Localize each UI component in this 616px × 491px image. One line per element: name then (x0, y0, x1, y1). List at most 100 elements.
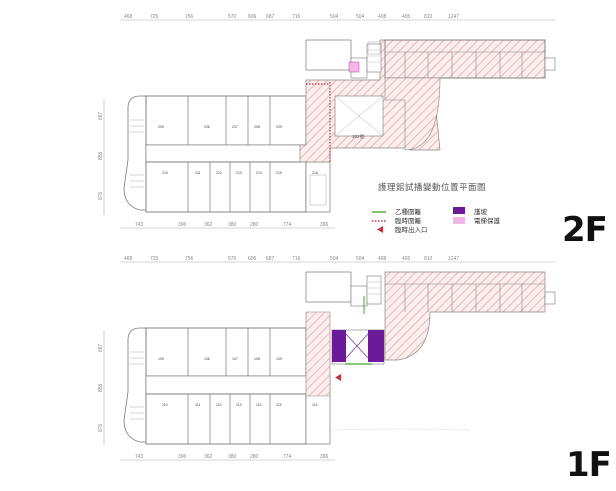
room-number: 213 (236, 171, 242, 175)
dimension-label: 280 (250, 222, 259, 228)
room-number: 109 (276, 357, 282, 361)
dimension-labels-left-1f: 667 856 876 (98, 343, 104, 432)
dimension-label: 408 (378, 256, 387, 262)
elevator-protection-2f (348, 61, 360, 73)
dimension-label: 856 (98, 151, 104, 160)
dimension-label: 743 (135, 454, 144, 460)
room-number: 209 (276, 125, 282, 129)
temporary-entrance-arrow-1f (335, 374, 341, 381)
room-number: 105 (158, 357, 164, 361)
dimension-label: 606 (248, 14, 257, 20)
stair-tower-left-1f (123, 327, 147, 443)
west-wing-lower-block-1f (145, 393, 307, 445)
room-number: 207 (232, 125, 238, 129)
dimension-label: 504 (330, 256, 339, 262)
room-number: 113 (236, 403, 242, 407)
dimension-label: 570 (228, 256, 237, 262)
dimension-label: 280 (250, 454, 259, 460)
legend-label-slope: 護坡 (474, 207, 488, 216)
dimension-label: 504 (330, 14, 339, 20)
dimension-label: 716 (292, 256, 301, 262)
dimension-label: 856 (98, 383, 104, 392)
dimension-label: 606 (248, 256, 257, 262)
dimension-label: 876 (98, 423, 104, 432)
room-number: 205 (158, 125, 164, 129)
dimension-label: 362 (204, 454, 213, 460)
room-number: 107 (232, 357, 238, 361)
dimension-label: 396 (178, 222, 187, 228)
room-number: 216 (312, 171, 318, 175)
legend-label-entrance: 臨時出入口 (395, 225, 428, 234)
dimension-labels-top-1f: 468 725 756 570 606 687 716 504 504 408 405 810 1247 (124, 256, 459, 262)
dimension-label: 396 (320, 222, 329, 228)
dimension-labels-top-2f: 468 725 756 570 606 687 716 504 504 408 405 810 1247 (124, 14, 459, 20)
dimension-label: 725 (150, 14, 159, 20)
legend-swatch-elevator (453, 217, 465, 224)
room-number: 206 (204, 125, 210, 129)
dimension-label: 810 (424, 256, 433, 262)
dimension-label: 1247 (448, 14, 459, 20)
wing-label-2f: 102號 (352, 133, 365, 140)
dimension-labels-bottom-2f: 743 396 362 380 280 774 396 (135, 222, 329, 228)
floor-2f-plan: 468 725 756 570 606 687 716 504 504 408 405 810 1247… (98, 14, 556, 229)
dimension-label: 362 (204, 222, 213, 228)
room-number: 212 (216, 171, 222, 175)
dimension-label: 725 (150, 256, 159, 262)
legend: 乙種圍籬 臨時圍籬 臨時出入口 護坡 電梯保護 (372, 207, 501, 234)
room-number: 106 (204, 357, 210, 361)
dimension-label: 756 (185, 256, 194, 262)
dimension-labels-bottom-1f: 743 396 362 380 280 774 396 (135, 454, 329, 460)
room-number: 110 (162, 403, 168, 407)
dimension-label: 667 (98, 111, 104, 120)
dimension-label: 468 (124, 256, 133, 262)
legend-label-fence-red: 臨時圍籬 (395, 216, 422, 225)
room-number: 211 (195, 171, 201, 175)
dimension-label: 756 (185, 14, 194, 20)
dimension-label: 1247 (448, 256, 459, 262)
dimension-label: 743 (135, 222, 144, 228)
room-number: 112 (216, 403, 222, 407)
dimension-label: 716 (292, 14, 301, 20)
dimension-label: 774 (283, 222, 292, 228)
dimension-label: 405 (402, 256, 411, 262)
room-number: 116 (312, 403, 318, 407)
room-number: 114 (256, 403, 262, 407)
dimension-label: 396 (178, 454, 187, 460)
room-number: 108 (254, 357, 260, 361)
dimension-label: 876 (98, 191, 104, 200)
dimension-label: 774 (283, 454, 292, 460)
floor-label-2f: 2F (562, 210, 608, 250)
dimension-label: 667 (98, 343, 104, 352)
west-wing-lower-block-2f (145, 161, 307, 213)
legend-swatch-slope (453, 207, 465, 214)
dimension-label: 570 (228, 14, 237, 20)
dimension-label: 504 (356, 14, 365, 20)
dimension-label: 504 (356, 256, 365, 262)
dimension-label: 380 (228, 454, 237, 460)
legend-label-elevator: 電梯保護 (474, 216, 501, 225)
room-number: 214 (256, 171, 262, 175)
legend-swatch-entrance-arrow (377, 226, 383, 233)
dimension-label: 810 (424, 14, 433, 20)
dimension-label: 468 (124, 14, 133, 20)
dimension-label: 396 (320, 454, 329, 460)
room-labels-2f: 205 206 207 208 209 210 211 212 213 214 215 216 (158, 125, 318, 175)
dimension-label: 408 (378, 14, 387, 20)
work-zone-hatched-1f (305, 311, 331, 397)
plan-title: 護理館試播變動位置平面圖 (378, 182, 486, 192)
floor-label-1f: 1F (566, 445, 612, 485)
stair-tower-left-2f (123, 95, 147, 211)
room-number: 208 (254, 125, 260, 129)
dimension-label: 380 (228, 222, 237, 228)
floor-1f-plan: 468 725 756 570 606 687 716 504 504 408 405 810 1247… (98, 256, 556, 461)
room-number: 210 (162, 171, 168, 175)
room-number: 115 (276, 403, 282, 407)
dimension-label: 405 (402, 14, 411, 20)
legend-label-fence-green: 乙種圍籬 (395, 207, 422, 216)
room-number: 215 (276, 171, 282, 175)
dimension-labels-left-2f: 667 856 876 (98, 111, 104, 200)
dimension-label: 687 (266, 14, 275, 20)
dimension-label: 687 (266, 256, 275, 262)
